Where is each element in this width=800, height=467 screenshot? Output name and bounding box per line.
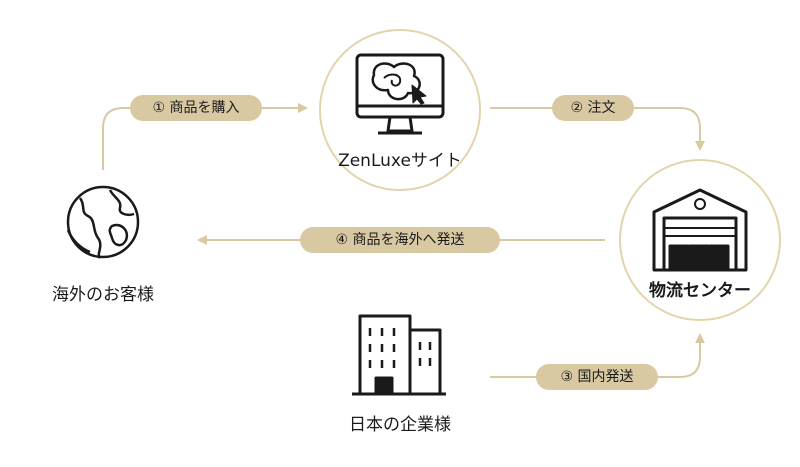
logistics-circle	[619, 159, 781, 321]
japan-company-label: 日本の企業様	[349, 415, 451, 435]
site-circle	[319, 29, 481, 191]
connector-domestic-shipping	[490, 333, 705, 378]
step-pill-domestic-shipping: ③ 国内発送	[536, 364, 658, 390]
step-pill-order: ② 注文	[552, 95, 634, 121]
step-pill-overseas-shipping: ④ 商品を海外へ発送	[300, 227, 500, 253]
building-icon	[352, 314, 446, 396]
monitor-icon	[355, 53, 445, 135]
globe-icon	[66, 185, 140, 259]
site-label: ZenLuxeサイト	[338, 151, 462, 171]
overseas-customer-label: 海外のお客様	[52, 285, 154, 305]
logistics-center-label: 物流センター	[649, 281, 751, 301]
step-pill-purchase: ① 商品を購入	[130, 95, 262, 121]
connector-order	[490, 107, 705, 151]
warehouse-icon	[652, 188, 748, 272]
connector-purchase	[102, 103, 308, 170]
